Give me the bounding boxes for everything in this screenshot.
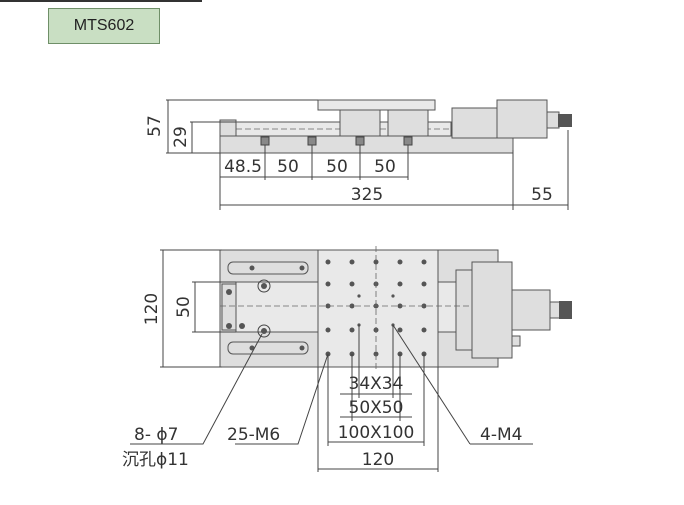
side-carriage-left (339, 109, 381, 137)
dim-pattern-100: 100X100 (338, 423, 415, 443)
top-rail-right (437, 281, 457, 333)
top-motor-cap (549, 301, 561, 319)
top-view: 120 50 34X34 50X50 100X100 120 8- ϕ7 沉孔ϕ… (122, 246, 572, 472)
top-connector (511, 335, 521, 347)
side-bolt-3 (355, 136, 365, 146)
dim-hole-first: 48.5 (224, 157, 262, 177)
side-table (317, 99, 436, 111)
side-view: 57 29 48.5 50 50 50 325 55 (145, 99, 572, 210)
top-slot-1 (227, 261, 309, 275)
dim-pattern-34: 34X34 (349, 374, 404, 394)
top-motor-housing (471, 261, 513, 359)
label-m6: 25-M6 (227, 425, 280, 445)
dim-height-total: 57 (145, 115, 165, 137)
dim-rail-width: 50 (174, 296, 194, 318)
side-bolt-4 (403, 136, 413, 146)
side-knob (558, 114, 572, 127)
side-carriage-right (387, 109, 429, 137)
m6-hole-grid (325, 259, 427, 357)
top-rail-area (235, 281, 319, 333)
leader-counterbore (130, 333, 263, 445)
top-knob (559, 301, 572, 319)
leader-m6 (235, 353, 329, 445)
label-counterbore: 8- ϕ7 (134, 425, 178, 445)
top-rule (0, 0, 202, 2)
top-table (317, 249, 439, 368)
dim-hole-pitch-3: 50 (374, 157, 396, 177)
dim-table-width: 120 (362, 450, 394, 470)
label-counterbore-depth: 沉孔ϕ11 (122, 450, 189, 470)
model-badge: MTS602 (48, 8, 160, 44)
side-motor-cap (546, 111, 560, 129)
side-bolt-2 (307, 136, 317, 146)
side-left-block (219, 119, 237, 137)
label-m4: 4-M4 (480, 425, 522, 445)
dim-hole-pitch-1: 50 (277, 157, 299, 177)
side-motor (496, 99, 548, 139)
top-motor-mount (455, 269, 473, 351)
side-bolt-1 (260, 136, 270, 146)
top-left-block (221, 283, 237, 331)
leader-m4 (392, 324, 471, 445)
dim-hole-pitch-2: 50 (326, 157, 348, 177)
dim-motor-length: 55 (531, 185, 553, 205)
top-slot-2 (227, 341, 309, 355)
dim-width-total: 120 (142, 293, 162, 325)
top-motor (511, 289, 551, 331)
dim-pattern-50: 50X50 (349, 398, 404, 418)
dim-length: 325 (351, 185, 383, 205)
dim-height-base: 29 (171, 126, 191, 148)
